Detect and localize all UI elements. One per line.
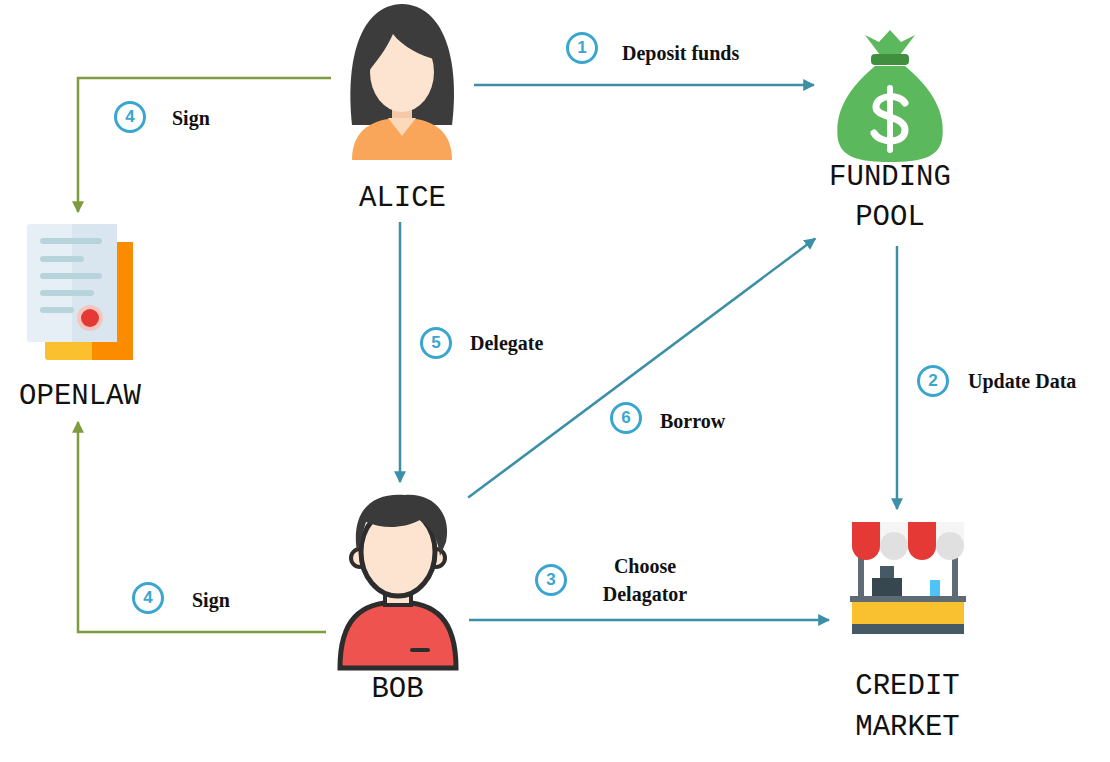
edge-label: Update Data (968, 367, 1076, 395)
money-bag-icon (837, 30, 942, 162)
node-label: ALICE (335, 182, 470, 216)
diagram-node: OPENLAW (15, 218, 145, 416)
connector-arrow (78, 78, 331, 212)
node-label: BOB (330, 673, 465, 707)
callout-number: 4 (114, 101, 146, 133)
edge-label: Deposit funds (622, 39, 739, 67)
connector-arrow (399, 222, 402, 482)
market-stall-icon (850, 522, 966, 634)
node-label: OPENLAW (15, 380, 145, 414)
callout-number: 1 (566, 32, 598, 64)
woman-icon (350, 4, 454, 160)
diagram-node: FUNDING POOL (820, 28, 960, 242)
edge-label: Sign (192, 586, 230, 614)
node-label: FUNDING POOL (820, 158, 960, 238)
connector-arrow (896, 246, 899, 509)
edge-label: Choose Delagator (585, 552, 705, 608)
callout-number: 2 (917, 365, 949, 397)
connector-arrow (468, 239, 815, 498)
node-label: CREDIT MARKET (838, 666, 978, 748)
edge-label: Delegate (470, 329, 543, 357)
document-icon (27, 224, 133, 360)
callout-number: 6 (610, 402, 642, 434)
diagram-node: BOB (330, 488, 465, 710)
connector-arrow (469, 619, 829, 622)
edge-label: Sign (172, 104, 210, 132)
diagram-node: ALICE (335, 2, 470, 218)
connector-arrow (474, 84, 814, 87)
callout-number: 5 (420, 327, 452, 359)
edge-label: Borrow (660, 407, 725, 435)
callout-number: 3 (535, 564, 567, 596)
diagram-node: CREDIT MARKET (835, 515, 980, 750)
connector-arrow (78, 422, 326, 632)
man-icon (340, 495, 456, 668)
callout-number: 4 (132, 582, 164, 614)
